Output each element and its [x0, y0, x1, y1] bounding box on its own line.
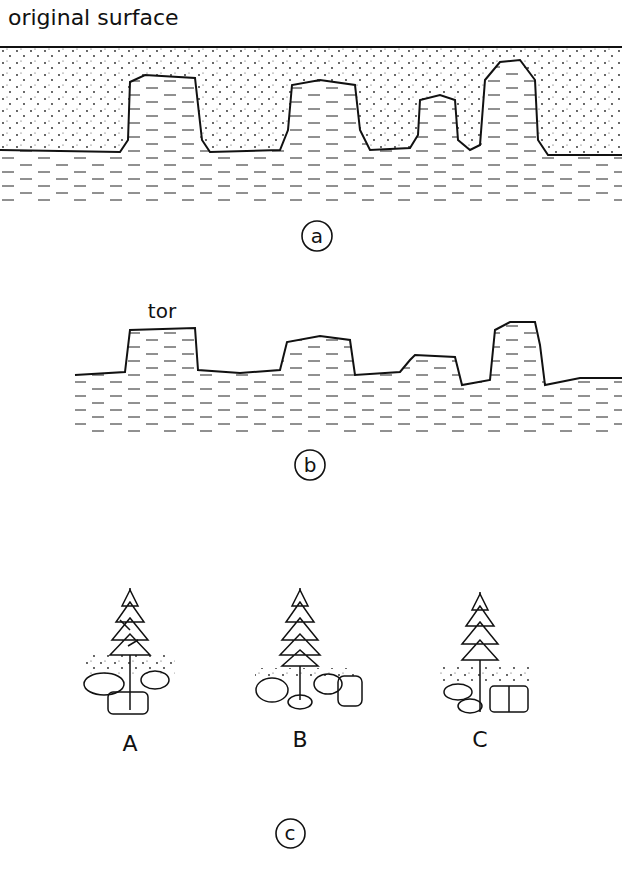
panel-letter: b — [304, 455, 317, 475]
weathering-front — [0, 60, 622, 155]
tree-b — [255, 588, 362, 709]
ground-surface — [75, 322, 622, 385]
tree-a — [84, 588, 175, 714]
marker-circle — [295, 450, 325, 480]
panel-letter: C — [472, 728, 487, 752]
bedrock — [0, 60, 622, 205]
panel-marker: b — [294, 449, 326, 481]
title-label: original surface — [8, 6, 179, 30]
bedrock — [75, 322, 622, 432]
panel-letter: a — [311, 226, 323, 246]
panel-marker: a — [301, 220, 333, 252]
panel-marker: c — [275, 818, 306, 849]
marker-circle — [276, 819, 305, 848]
panel-letter: B — [292, 728, 307, 752]
panel-letter: c — [285, 823, 296, 843]
part-label: tor — [148, 300, 176, 322]
panel-letter: A — [122, 732, 137, 756]
tree-c — [440, 592, 530, 713]
marker-circle — [302, 221, 332, 251]
